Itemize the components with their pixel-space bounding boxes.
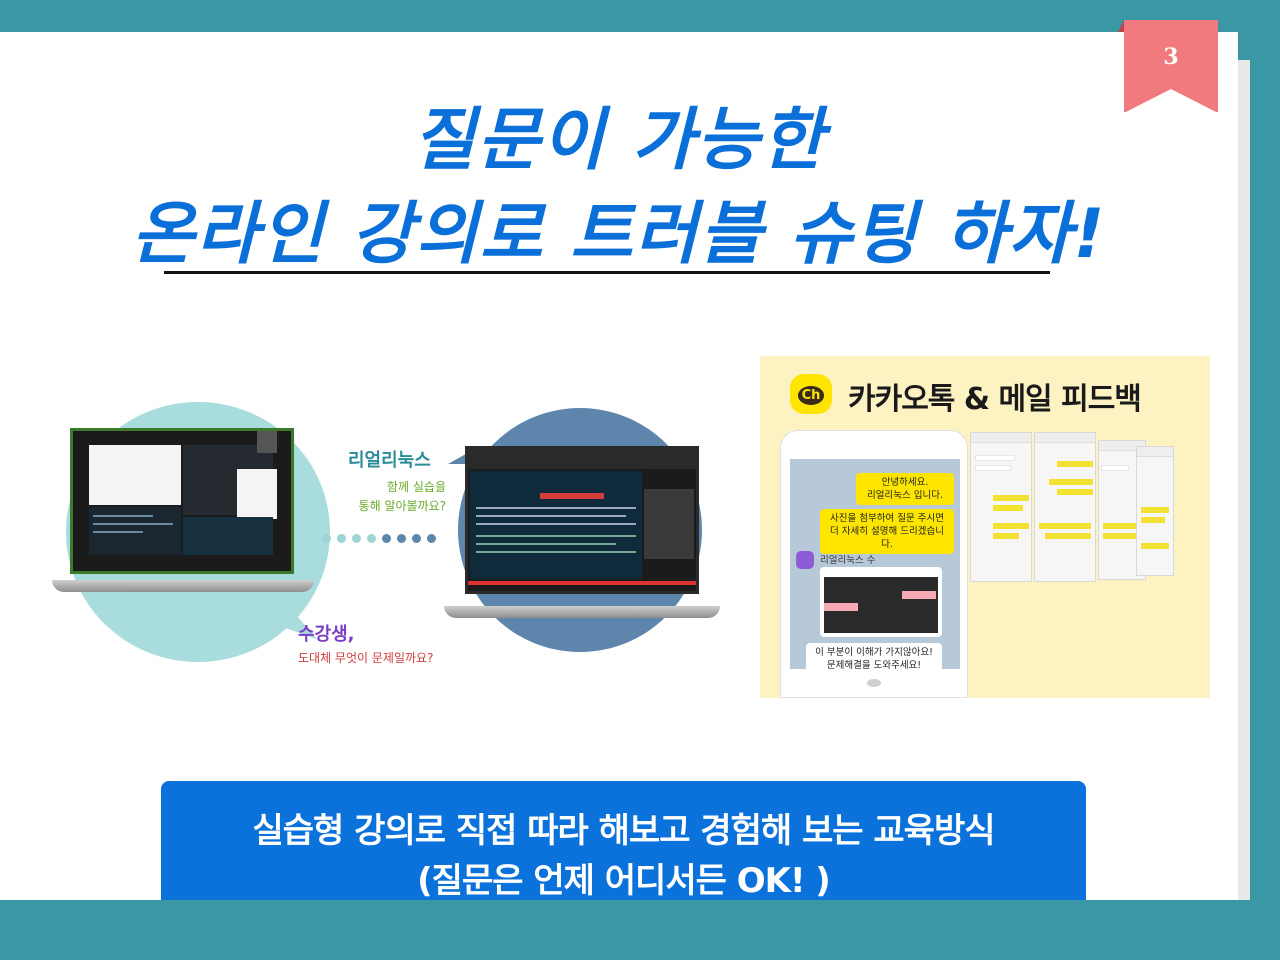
phone-home-button bbox=[867, 679, 881, 687]
agent-name: 리얼리눅스 수 bbox=[820, 555, 876, 566]
slide-title-line1: 질문이 가능한 bbox=[412, 101, 826, 180]
terminal-line bbox=[476, 507, 636, 509]
terminal-line bbox=[476, 535, 636, 537]
connector-dot bbox=[382, 534, 391, 543]
chat-bubble: 이 부분이 이해가 가지않아요! 문제해결을 도와주세요! bbox=[806, 643, 942, 675]
browser-window bbox=[89, 445, 181, 505]
chat-bubble: 사진을 첨부하여 질문 주시면 더 자세히 설명해 드리겠습니다. bbox=[820, 509, 954, 554]
slide-title-line2: 온라인 강의로 트러블 슈팅 하자! bbox=[131, 195, 1107, 274]
connector-dot bbox=[322, 534, 331, 543]
screenshot-highlight bbox=[902, 591, 936, 599]
highlight-box bbox=[540, 493, 604, 499]
instructor-webcam bbox=[644, 489, 694, 559]
student-laptop-base bbox=[52, 580, 314, 592]
terminal-line bbox=[93, 531, 143, 533]
phone-chat-screen: 안녕하세요. 리얼리눅스 입니다. 사진을 첨부하여 질문 주시면 더 자세히 … bbox=[790, 459, 960, 675]
summary-banner: 실습형 강의로 직접 따라 해보고 경험해 보는 교육방식 (질문은 언제 어디… bbox=[161, 781, 1086, 916]
lecture-terminal bbox=[470, 471, 642, 579]
banner-line2: (질문은 언제 어디서든 OK! ) bbox=[417, 861, 831, 901]
slide: 질문이 가능한 온라인 강의로 트러블 슈팅 하자! 리얼리눅스 함께 실습을 … bbox=[0, 32, 1238, 916]
terminal-line bbox=[93, 523, 173, 525]
phone-mockup: 안녕하세요. 리얼리눅스 입니다. 사진을 첨부하여 질문 주시면 더 자세히 … bbox=[780, 430, 968, 698]
screenshot-highlight bbox=[824, 603, 858, 611]
student-laptop-screen bbox=[70, 428, 294, 574]
bottom-frame-bar bbox=[0, 900, 1280, 960]
instructor-label: 리얼리눅스 bbox=[348, 450, 431, 471]
chat-bubble: 안녕하세요. 리얼리눅스 입니다. bbox=[856, 473, 954, 505]
student-label: 수강생, bbox=[298, 624, 355, 645]
connector-dot bbox=[337, 534, 346, 543]
agent-avatar bbox=[796, 551, 814, 569]
connector-dot bbox=[397, 534, 406, 543]
student-subtext: 도대체 무엇이 문제일까요? bbox=[298, 651, 434, 665]
terminal-line bbox=[476, 551, 636, 553]
instructor-laptop-base bbox=[444, 606, 720, 618]
monitor-window bbox=[183, 517, 273, 555]
webcam-thumbnail bbox=[257, 431, 277, 453]
kakao-feedback-panel: Ch 카카오톡 & 메일 피드백 안녕하세요. 리얼리눅스 입니다. 사진을 첨… bbox=[760, 356, 1210, 698]
chat-screenshot bbox=[1034, 432, 1096, 582]
connector-dots bbox=[322, 534, 436, 543]
terminal-line bbox=[476, 523, 636, 525]
attached-screenshot bbox=[820, 567, 942, 637]
instructor-subtext: 함께 실습을 통해 알아볼까요? bbox=[358, 480, 446, 513]
kakao-channel-icon: Ch bbox=[790, 374, 832, 414]
dialog-window bbox=[237, 469, 277, 519]
chat-screenshot bbox=[1136, 446, 1174, 576]
terminal-line bbox=[476, 515, 626, 517]
banner-line1: 실습형 강의로 직접 따라 해보고 경험해 보는 교육방식 bbox=[252, 811, 995, 851]
connector-dot bbox=[412, 534, 421, 543]
video-header bbox=[468, 449, 696, 469]
connector-dot bbox=[367, 534, 376, 543]
video-progress-bar bbox=[468, 581, 696, 585]
terminal-line bbox=[476, 543, 616, 545]
kakao-panel-title: 카카오톡 & 메일 피드백 bbox=[848, 382, 1142, 417]
terminal-line bbox=[93, 515, 153, 517]
connector-dot bbox=[352, 534, 361, 543]
connector-dot bbox=[427, 534, 436, 543]
chat-screenshot bbox=[970, 432, 1032, 582]
page-number-tab: 3 bbox=[1118, 20, 1218, 113]
title-underline bbox=[164, 271, 1050, 274]
instructor-laptop-screen bbox=[465, 446, 699, 594]
page-number: 3 bbox=[1163, 44, 1179, 70]
